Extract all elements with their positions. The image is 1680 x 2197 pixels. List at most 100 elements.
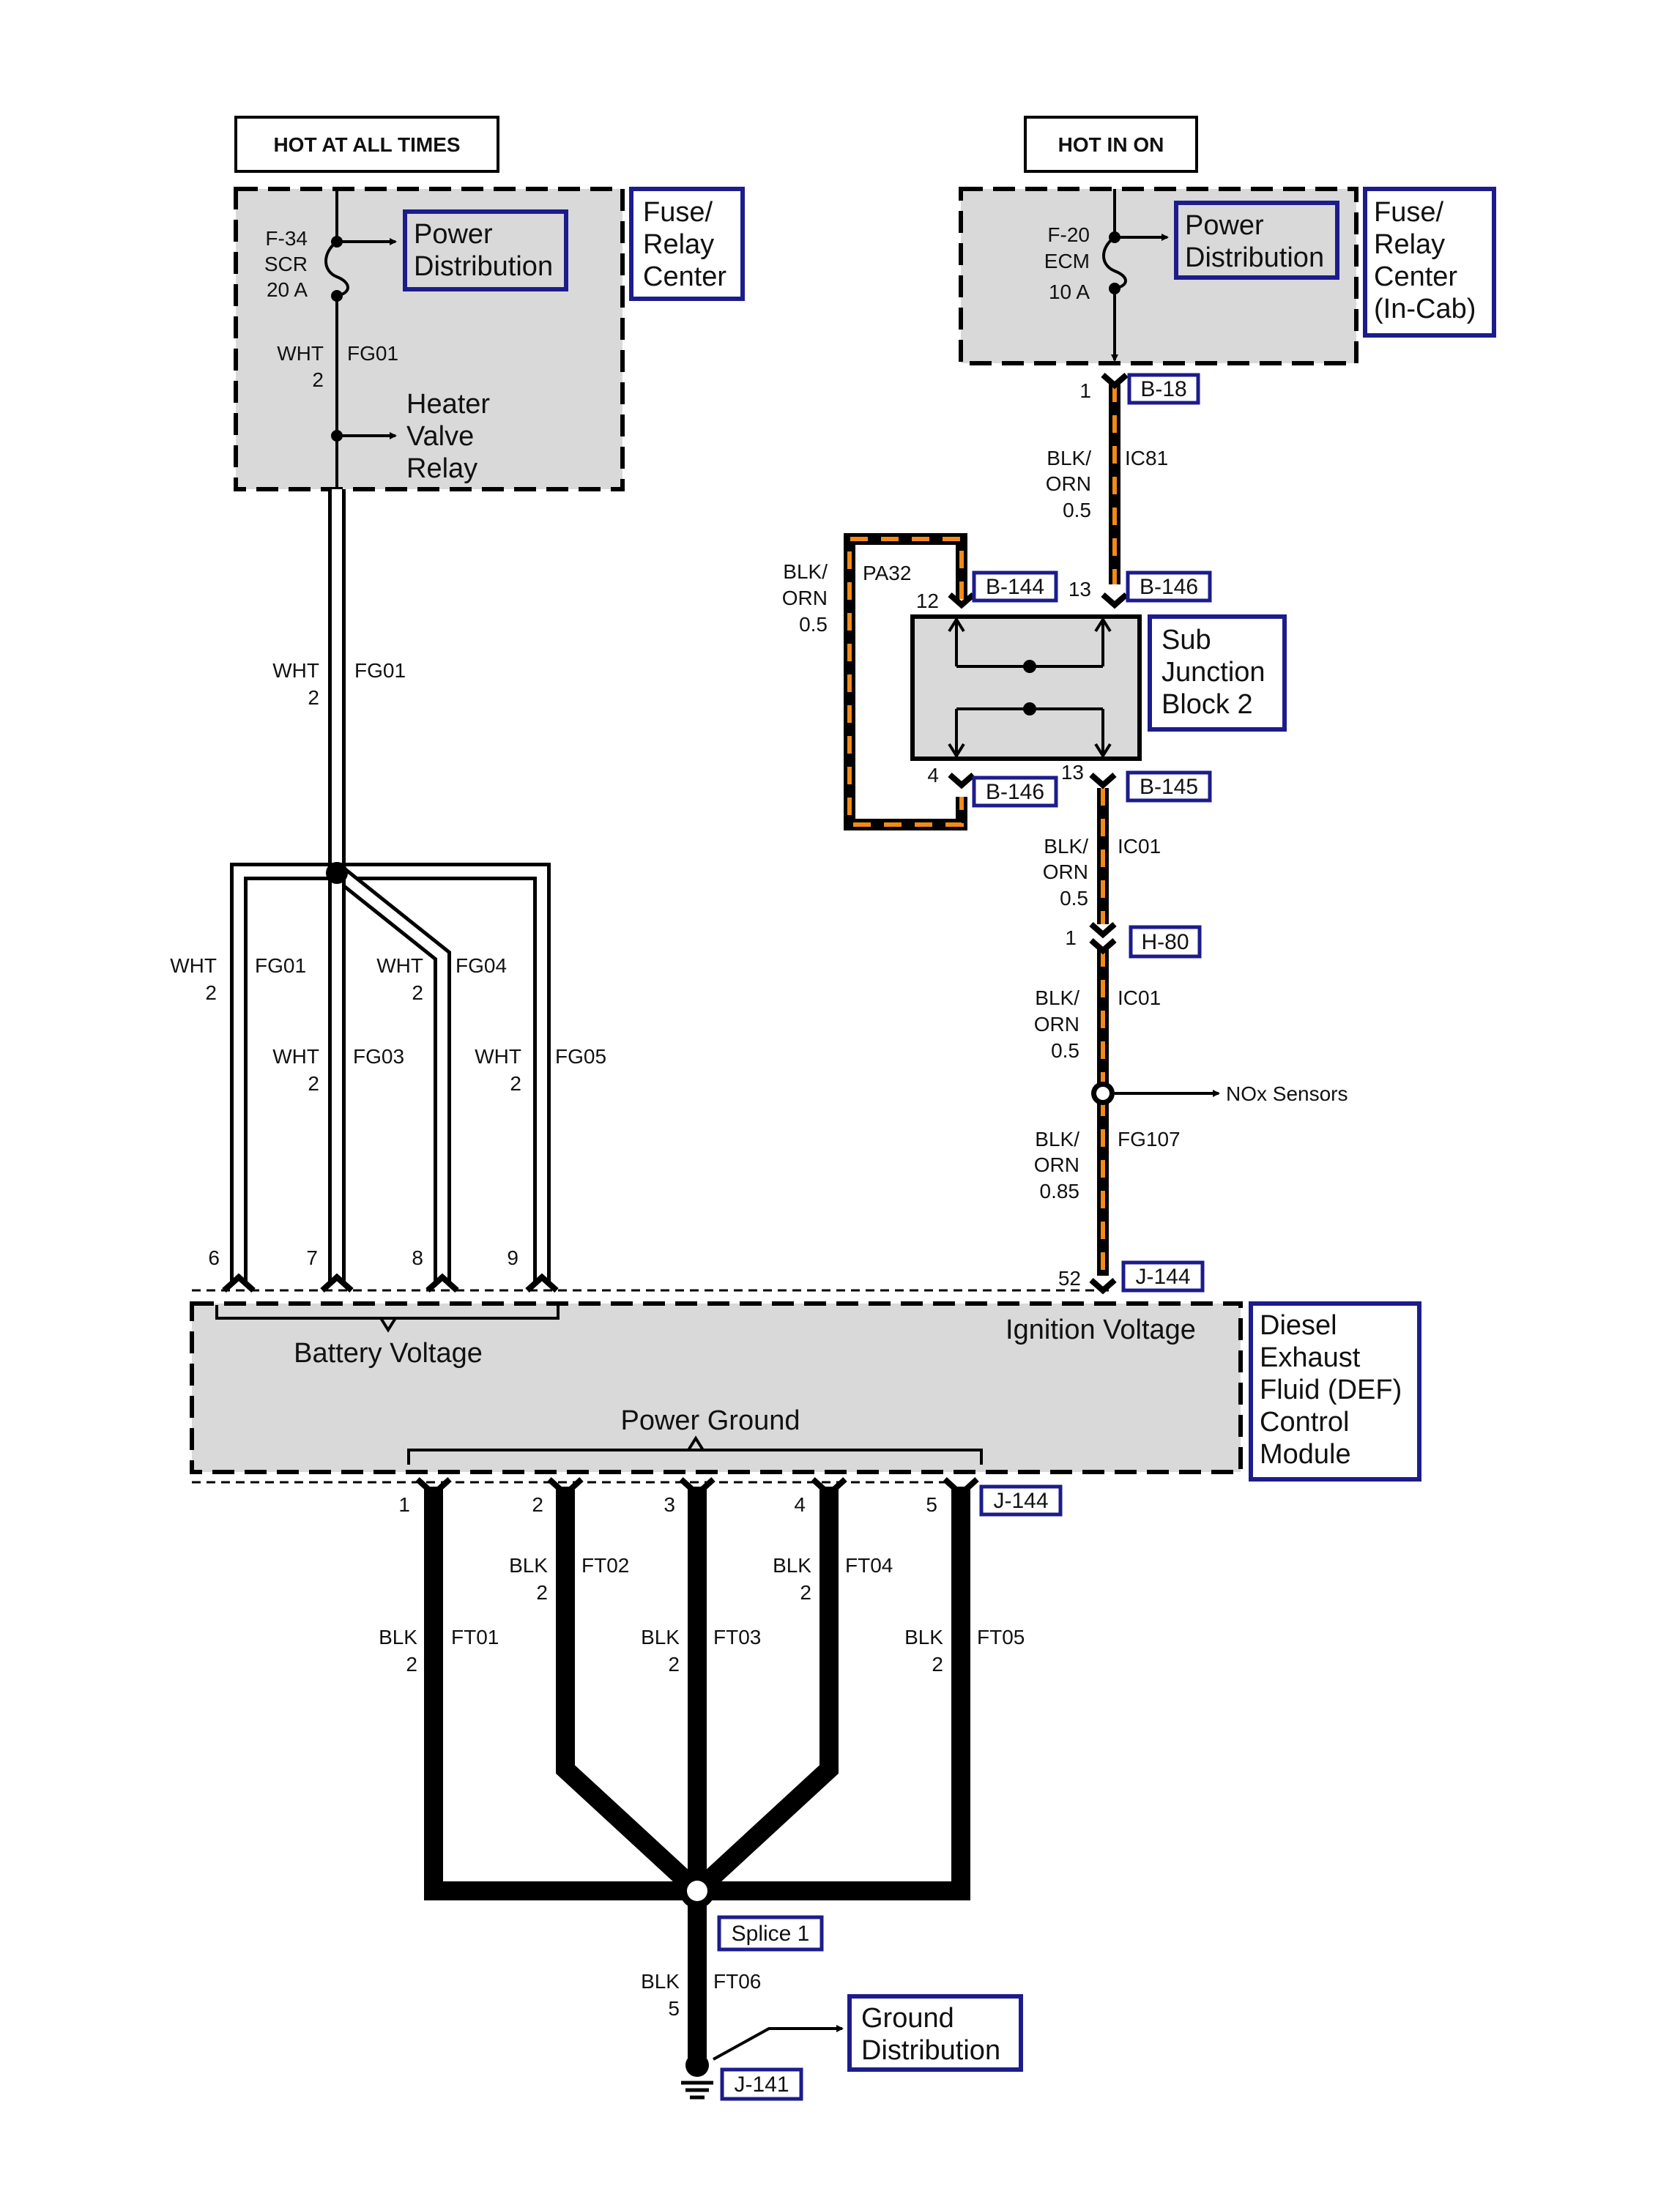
fuse-left-id: F-34 (265, 227, 308, 250)
ref-label: Fluid (DEF) (1260, 1375, 1402, 1405)
pin-number: 52 (1058, 1267, 1081, 1290)
pin-number: 6 (208, 1246, 220, 1269)
ref-label: Power (1185, 210, 1264, 241)
wire-size: 0.5 (1063, 499, 1091, 521)
connector-label: J-144 (1135, 1265, 1190, 1289)
nox-sensors-label[interactable]: NOx Sensors (1226, 1082, 1348, 1105)
wire-color: ORN (782, 587, 828, 609)
connector-b146-top[interactable]: B-146 13 (1068, 570, 1212, 603)
wire-size: 2 (406, 1653, 417, 1676)
fuse-relay-center-label-right: Fuse/ Relay Center (In-Cab) (1363, 187, 1496, 338)
ignition-voltage-label: Ignition Voltage (1006, 1315, 1196, 1345)
pin-number: 9 (507, 1246, 519, 1269)
ref-label: Module (1260, 1439, 1351, 1470)
connector-b146-bottom[interactable]: B-146 4 (927, 764, 1058, 808)
wire-circuit: FT04 (845, 1554, 893, 1577)
connector-h80[interactable]: H-80 1 (1065, 925, 1202, 959)
wire-color: ORN (1034, 1013, 1079, 1036)
ground-pins: 1 2 3 4 5 (398, 1493, 937, 1516)
wire-color: WHT (272, 1045, 319, 1068)
connector-j141[interactable]: J-141 (720, 2067, 803, 2101)
ref-label: Relay (1374, 229, 1445, 260)
ref-label: Distribution (861, 2035, 1000, 2066)
wire-size: 0.5 (1060, 887, 1088, 910)
wire-circuit: FG05 (555, 1045, 606, 1068)
ref-label: Center (643, 261, 726, 292)
wire-color: BLK/ (783, 560, 828, 583)
heater-relay-label: Heater (406, 389, 490, 420)
wire-color: WHT (475, 1045, 521, 1068)
connector-label: H-80 (1141, 930, 1189, 954)
fuse-left-rating: 20 A (267, 278, 308, 301)
wire-color: BLK (641, 1626, 680, 1648)
ref-label: Center (1374, 261, 1457, 292)
wire-color: BLK (379, 1626, 417, 1648)
wire-color: BLK/ (1035, 1128, 1079, 1150)
pin-number: 2 (532, 1493, 543, 1516)
def-control-module: Battery Voltage Ignition Voltage Power G… (190, 1289, 1243, 1484)
wire-size: 2 (932, 1653, 943, 1676)
ref-label: (In-Cab) (1374, 294, 1476, 324)
pin-number: 3 (664, 1493, 675, 1516)
fuse-right-rating: 10 A (1049, 280, 1090, 303)
header-right-text: HOT IN ON (1058, 133, 1164, 156)
ref-label: Fuse/ (643, 197, 713, 228)
wire-harness-branches (230, 862, 551, 1285)
wire-size: 2 (308, 1072, 319, 1095)
wire-color: BLK (509, 1554, 548, 1577)
connector-j144-top[interactable]: J-144 52 (1058, 1260, 1205, 1293)
fuse-left-name: SCR (264, 253, 308, 275)
wire-circuit: FT05 (977, 1626, 1025, 1648)
ref-label: Fuse/ (1374, 197, 1443, 228)
connector-b145[interactable]: B-145 13 (1061, 761, 1212, 803)
wire-color: WHT (170, 954, 217, 977)
splice-1[interactable]: Splice 1 (717, 1915, 824, 1952)
power-distribution-ref-left[interactable]: Power Distribution (403, 209, 568, 291)
connector-label: B-146 (1140, 575, 1198, 599)
wire-circuit: FG01 (347, 342, 398, 365)
connector-label: B-18 (1140, 377, 1186, 401)
wire-circuit: IC01 (1118, 835, 1161, 858)
wire-circuit: FG03 (353, 1045, 404, 1068)
fuse-right-id: F-20 (1047, 223, 1090, 246)
pin-number: 13 (1061, 761, 1084, 784)
wire-size: 2 (510, 1072, 521, 1095)
wire-size: 2 (312, 368, 324, 391)
wire-fg01-main: WHT 2 FG01 (272, 489, 406, 871)
wire-color: BLK/ (1047, 447, 1091, 469)
wire-circuit: FG04 (456, 954, 507, 977)
ref-label: Diesel (1260, 1310, 1337, 1341)
wires-blk-orn (844, 384, 1220, 1276)
header-left-text: HOT AT ALL TIMES (273, 133, 460, 156)
module-top-pins: 6 7 8 9 (208, 1246, 559, 1293)
ref-label: Ground (861, 2003, 954, 2034)
ref-label: Relay (643, 229, 714, 260)
wire-color: WHT (272, 659, 319, 682)
ground-symbol-icon (681, 2025, 844, 2100)
power-distribution-ref-right[interactable]: Power Distribution (1174, 201, 1339, 280)
fuse-relay-center-label-left: Fuse/ Relay Center (629, 187, 745, 301)
pin-number: 1 (1079, 379, 1091, 402)
power-ground-label: Power Ground (620, 1405, 800, 1436)
wire-size: 2 (668, 1653, 680, 1676)
pin-number: 12 (916, 590, 939, 612)
wire-circuit: FG01 (354, 659, 406, 682)
wire-color: WHT (376, 954, 423, 977)
connector-b18[interactable]: B-18 1 (1079, 373, 1200, 405)
fuse-relay-center-left: F-34 SCR 20 A WHT 2 FG01 Heater Valve Re… (234, 187, 625, 491)
sub-junction-block (910, 614, 1142, 761)
wire-color: ORN (1046, 472, 1091, 495)
wire-circuit: FT01 (451, 1626, 499, 1648)
ground-wire-labels: BLK 2 FT01 BLK 2 FT02 BLK 2 FT03 BLK 2 F… (379, 1554, 1025, 2020)
wire-color: BLK/ (1044, 835, 1088, 858)
connector-b144[interactable]: B-144 12 (916, 570, 1058, 612)
fuse-relay-center-right: F-20 ECM 10 A (959, 187, 1359, 365)
wire-circuit: FT06 (713, 1970, 761, 1993)
heater-relay-label: Valve (406, 421, 474, 452)
connector-j144-bottom[interactable]: J-144 (979, 1484, 1063, 1517)
fuse-right-name: ECM (1044, 250, 1090, 272)
ground-distribution-ref[interactable]: Ground Distribution (847, 1994, 1023, 2072)
pin-number: 5 (926, 1493, 937, 1516)
connector-symbols-right (948, 372, 1129, 1295)
